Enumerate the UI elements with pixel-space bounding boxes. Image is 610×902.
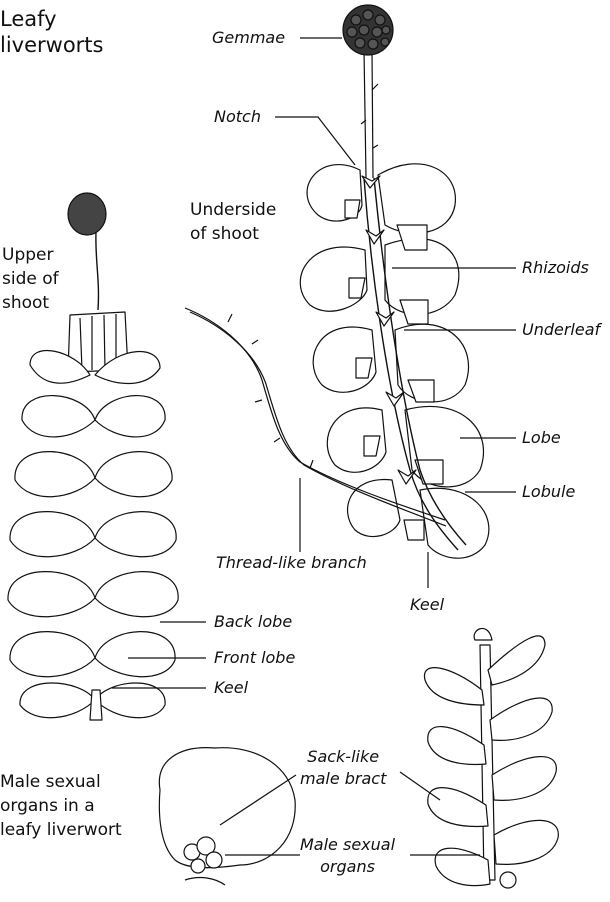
underside-heading: Underside of shoot	[190, 198, 276, 246]
male-shoot-drawing	[424, 628, 558, 888]
gemmae-cluster	[343, 5, 393, 55]
figure-title: Leafy liverworts	[0, 6, 103, 58]
upper-side-heading: Upper side of shoot	[2, 243, 59, 315]
male-organs-label: Male sexual organs	[300, 834, 395, 878]
gemmae-label: Gemmae	[212, 28, 285, 47]
thread-branch-label: Thread-like branch	[216, 553, 367, 572]
underside-shoot-drawing	[300, 5, 489, 558]
lobe-label: Lobe	[522, 428, 561, 447]
front-lobe-label: Front lobe	[214, 648, 295, 667]
keel-label-left: Keel	[214, 678, 248, 697]
keel-label-right: Keel	[410, 595, 444, 614]
underleaf-label: Underleaf	[522, 320, 600, 339]
rhizoids-label: Rhizoids	[522, 258, 589, 277]
sack-bract-label: Sack-like male bract	[300, 746, 386, 790]
lobule-label: Lobule	[522, 482, 575, 501]
male-bract-drawing	[159, 748, 295, 885]
notch-label: Notch	[214, 107, 261, 126]
back-lobe-label: Back lobe	[214, 612, 292, 631]
male-organs-heading: Male sexual organs in a leafy liverwort	[0, 770, 122, 842]
